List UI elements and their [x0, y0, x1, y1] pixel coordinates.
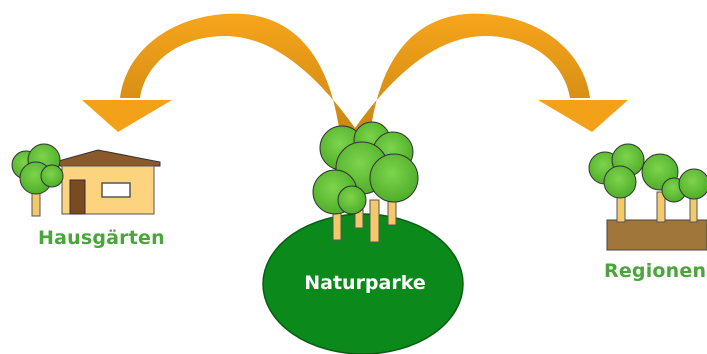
curved-arrow-left-icon: [82, 14, 360, 135]
label-regionen: Regionen: [604, 260, 706, 282]
house-icon: [55, 150, 160, 214]
label-hausgaerten: Hausgärten: [38, 227, 165, 249]
label-naturparke: Naturparke: [265, 272, 465, 294]
forest-icon: [589, 144, 707, 250]
tree-icon: [12, 144, 63, 216]
curved-arrow-right-icon: [350, 14, 628, 135]
